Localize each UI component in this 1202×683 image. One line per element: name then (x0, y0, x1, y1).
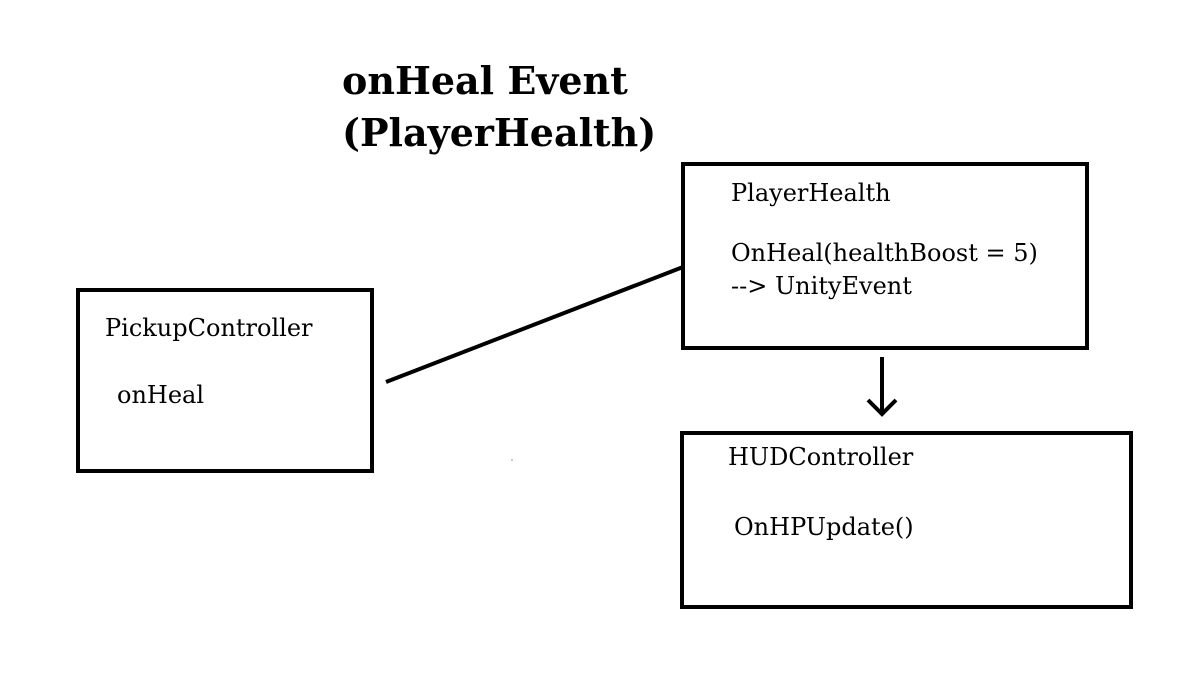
hudcontroller-box: HUDController OnHPUpdate() (680, 431, 1133, 609)
playerhealth-to-hud-arrow (866, 357, 898, 417)
hudcontroller-onhpupdate-method: OnHPUpdate() (734, 513, 914, 541)
pickupcontroller-onheal-member: onHeal (117, 381, 205, 409)
diagram-title: onHeal Event (PlayerHealth) (342, 55, 656, 159)
playerhealth-box: PlayerHealth OnHeal(healthBoost = 5) -->… (681, 162, 1089, 350)
pickupcontroller-box: PickupController onHeal (76, 288, 374, 473)
title-line-1: onHeal Event (342, 58, 628, 103)
playerhealth-onheal-method: OnHeal(healthBoost = 5) (731, 239, 1038, 267)
playerhealth-name: PlayerHealth (731, 179, 891, 207)
title-line-2: (PlayerHealth) (342, 110, 657, 155)
hudcontroller-name: HUDController (728, 443, 914, 471)
pickupcontroller-name: PickupController (105, 314, 313, 342)
stray-dot (511, 459, 513, 461)
playerhealth-unityevent: --> UnityEvent (731, 272, 912, 300)
pickup-to-playerhealth-connector (385, 265, 684, 384)
